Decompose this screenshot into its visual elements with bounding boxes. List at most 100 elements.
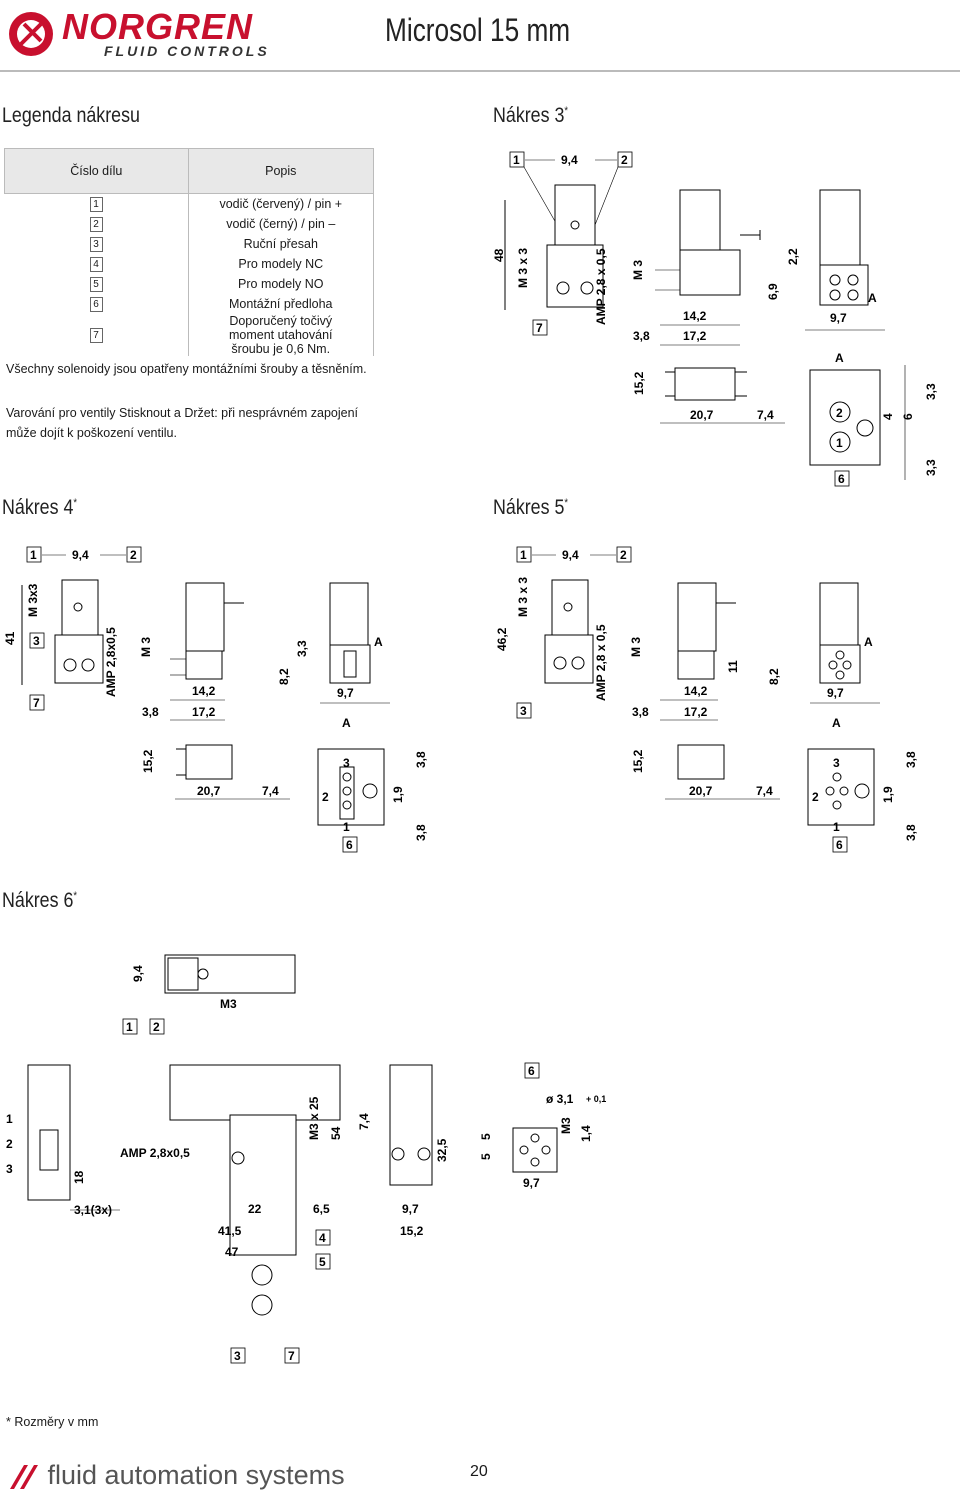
legend-note-warning: Varování pro ventily Stisknout a Držet: … bbox=[6, 406, 359, 440]
svg-text:46,2: 46,2 bbox=[495, 627, 509, 651]
svg-text:3: 3 bbox=[520, 704, 527, 718]
svg-text:3: 3 bbox=[234, 1349, 241, 1363]
page-number: 20 bbox=[470, 1463, 488, 1480]
svg-text:17,2: 17,2 bbox=[192, 705, 216, 719]
svg-text:7,4: 7,4 bbox=[756, 784, 773, 798]
svg-text:1: 1 bbox=[6, 1112, 13, 1126]
svg-text:6: 6 bbox=[346, 838, 353, 852]
svg-text:AMP 2,8x0,5: AMP 2,8x0,5 bbox=[104, 627, 118, 697]
svg-text:2: 2 bbox=[836, 406, 843, 420]
svg-text:M3: M3 bbox=[220, 997, 237, 1011]
svg-text:3: 3 bbox=[343, 756, 350, 770]
svg-text:2: 2 bbox=[153, 1020, 160, 1034]
svg-text:3: 3 bbox=[6, 1162, 13, 1176]
svg-text:1,9: 1,9 bbox=[391, 786, 405, 803]
svg-text:9,4: 9,4 bbox=[562, 548, 579, 562]
svg-text:3,8: 3,8 bbox=[142, 705, 159, 719]
svg-text:2: 2 bbox=[812, 790, 819, 804]
svg-text:20,7: 20,7 bbox=[689, 784, 713, 798]
svg-text:7,4: 7,4 bbox=[262, 784, 279, 798]
svg-text:9,7: 9,7 bbox=[827, 686, 844, 700]
svg-text:3,8: 3,8 bbox=[414, 751, 428, 768]
svg-text:3: 3 bbox=[833, 756, 840, 770]
svg-text:A: A bbox=[374, 635, 383, 649]
svg-text:54: 54 bbox=[329, 1126, 343, 1140]
footer-brand: fluid automation systems bbox=[6, 1460, 345, 1491]
drawing-5: 1 2 9,4 46,2 M 3 x 3 3 AMP 2,8 x 0,5 M 3… bbox=[495, 546, 918, 853]
svg-text:15,2: 15,2 bbox=[400, 1224, 424, 1238]
svg-text:14,2: 14,2 bbox=[192, 684, 216, 698]
svg-text:3,8: 3,8 bbox=[632, 705, 649, 719]
part-desc: Ruční přesah bbox=[188, 234, 374, 254]
svg-text:32,5: 32,5 bbox=[435, 1138, 449, 1162]
svg-text:3,3: 3,3 bbox=[924, 383, 938, 400]
svg-text:9,4: 9,4 bbox=[72, 548, 89, 562]
svg-text:2: 2 bbox=[620, 548, 627, 562]
svg-text:AMP 2,8 x 0,5: AMP 2,8 x 0,5 bbox=[594, 248, 608, 325]
svg-text:7,4: 7,4 bbox=[757, 408, 774, 422]
svg-text:M 3: M 3 bbox=[139, 637, 153, 657]
legend-heading: Legenda nákresu bbox=[2, 104, 140, 127]
svg-text:1,9: 1,9 bbox=[881, 786, 895, 803]
svg-text:3,8: 3,8 bbox=[633, 329, 650, 343]
part-number: 7 bbox=[89, 328, 103, 343]
svg-text:M 3 x 3: M 3 x 3 bbox=[516, 248, 530, 288]
svg-text:2: 2 bbox=[6, 1137, 13, 1151]
header-divider bbox=[0, 70, 960, 72]
svg-text:7,4: 7,4 bbox=[357, 1113, 371, 1130]
svg-text:A: A bbox=[342, 716, 351, 730]
svg-text:5: 5 bbox=[319, 1255, 326, 1269]
svg-text:M 3: M 3 bbox=[631, 260, 645, 280]
svg-text:17,2: 17,2 bbox=[684, 705, 708, 719]
svg-text:2: 2 bbox=[130, 548, 137, 562]
svg-text:M3: M3 bbox=[559, 1117, 573, 1134]
drawing-3: 1 2 9,4 48 M 3 x 3 AMP 2,8 x 0,5 7 M 3 3… bbox=[492, 151, 938, 487]
svg-text:6,5: 6,5 bbox=[313, 1202, 330, 1216]
drawing-6: 9,4 M3 1 2 123 18 3,1(3x) AMP 2,8x0,5 22… bbox=[6, 954, 606, 1364]
svg-text:5: 5 bbox=[479, 1153, 493, 1160]
svg-text:15,2: 15,2 bbox=[631, 749, 645, 773]
part-number: 2 bbox=[89, 217, 103, 232]
drawing-6-heading: Nákres 6* bbox=[2, 889, 78, 912]
part-desc: Pro modely NC bbox=[188, 254, 374, 274]
svg-text:9,7: 9,7 bbox=[337, 686, 354, 700]
part-number: 4 bbox=[89, 257, 103, 272]
svg-text:2: 2 bbox=[322, 790, 329, 804]
svg-text:9,4: 9,4 bbox=[131, 965, 145, 982]
svg-text:ø 3,1: ø 3,1 bbox=[546, 1092, 574, 1106]
svg-text:1: 1 bbox=[513, 153, 520, 167]
svg-text:M 3x3: M 3x3 bbox=[26, 583, 40, 617]
svg-text:1: 1 bbox=[30, 548, 37, 562]
svg-text:9,7: 9,7 bbox=[402, 1202, 419, 1216]
svg-text:A: A bbox=[864, 635, 873, 649]
svg-text:5: 5 bbox=[479, 1133, 493, 1140]
svg-text:3,3: 3,3 bbox=[295, 640, 309, 657]
svg-text:6: 6 bbox=[901, 413, 915, 420]
svg-text:6: 6 bbox=[838, 472, 845, 486]
part-desc: Montážní předloha bbox=[188, 294, 374, 314]
svg-text:9,7: 9,7 bbox=[523, 1176, 540, 1190]
part-number: 3 bbox=[89, 237, 103, 252]
part-desc: vodič (černý) / pin – bbox=[188, 214, 374, 234]
svg-text:M 3: M 3 bbox=[629, 637, 643, 657]
svg-text:20,7: 20,7 bbox=[690, 408, 714, 422]
drawing-4-heading: Nákres 4* bbox=[2, 496, 78, 519]
svg-text:15,2: 15,2 bbox=[141, 749, 155, 773]
brand-name: NORGREN bbox=[62, 6, 254, 47]
part-desc: Pro modely NO bbox=[188, 274, 374, 294]
svg-text:A: A bbox=[868, 291, 877, 305]
svg-text:7: 7 bbox=[288, 1349, 295, 1363]
svg-text:8,2: 8,2 bbox=[767, 668, 781, 685]
svg-text:22: 22 bbox=[248, 1202, 262, 1216]
svg-text:M 3 x 3: M 3 x 3 bbox=[516, 577, 530, 617]
svg-text:3,8: 3,8 bbox=[904, 751, 918, 768]
svg-text:6: 6 bbox=[528, 1064, 535, 1078]
svg-text:A: A bbox=[835, 351, 844, 365]
brand-subtitle: FLUID CONTROLS bbox=[104, 43, 270, 59]
svg-text:9,7: 9,7 bbox=[830, 311, 847, 325]
svg-text:14,2: 14,2 bbox=[684, 684, 708, 698]
drawing-5-heading: Nákres 5* bbox=[493, 496, 569, 519]
col-desc-header: Popis bbox=[187, 148, 374, 194]
dimensions-note: * Rozměry v mm bbox=[6, 1415, 99, 1429]
